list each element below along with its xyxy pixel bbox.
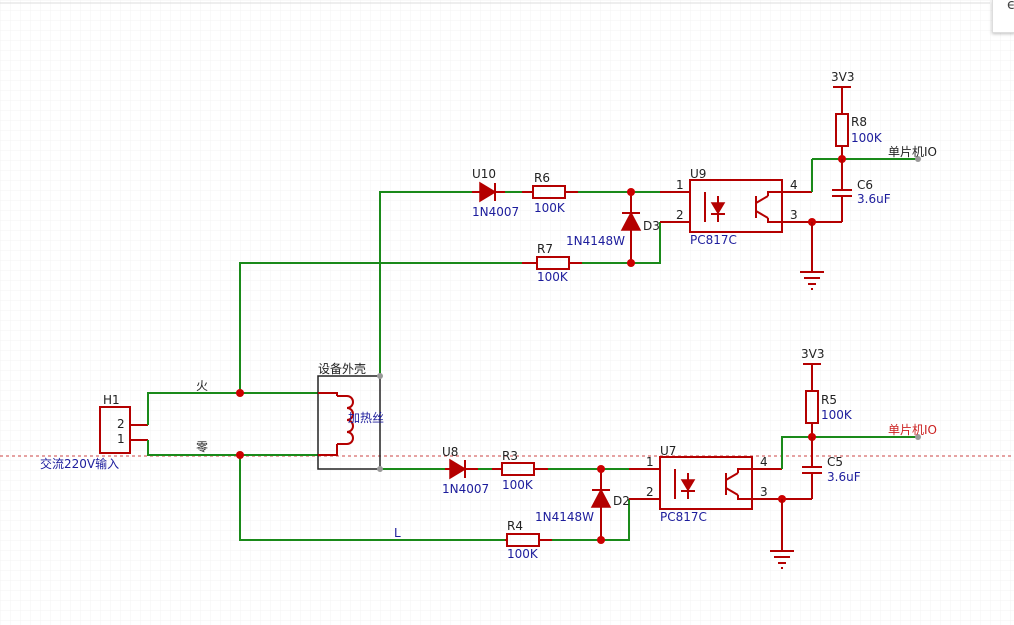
lower-clamp-value: 1N4148W (535, 510, 594, 524)
junction-dot (627, 188, 635, 196)
lower-supply-label: 3V3 (801, 347, 824, 361)
heater-enclosure[interactable]: 设备外壳 加热丝 (317, 362, 384, 470)
connector-body (99, 406, 131, 454)
lower-supply: 3V3 (801, 347, 824, 365)
junction-dot (236, 389, 244, 397)
lower-pullup-resistor[interactable]: R5 100K (805, 364, 853, 437)
diode-triangle (449, 458, 467, 480)
lower-pullup-ref: R5 (821, 393, 837, 407)
lower-series-resistor-value: 100K (502, 478, 534, 492)
upper-pullup-value: 100K (851, 131, 883, 145)
upper-diode-ref: U10 (472, 167, 496, 181)
lower-opto-pin4: 4 (760, 455, 768, 469)
upper-clamp-value: 1N4148W (566, 234, 625, 248)
lower-clamp-ref: D2 (613, 494, 630, 508)
lower-return-resistor-ref: R4 (507, 519, 523, 533)
connector-pin2: 2 (117, 417, 125, 431)
upper-pullup-resistor[interactable]: R8 100K (835, 87, 883, 159)
upper-opto-value: PC817C (690, 233, 737, 247)
live-wire[interactable] (147, 392, 318, 425)
upper-diode[interactable]: U10 1N4007 (472, 167, 519, 219)
corner-tab-glyph: ϵ (1007, 0, 1014, 13)
upper-feed-wire[interactable] (379, 191, 472, 376)
diode-triangle (479, 181, 497, 203)
lower-pullup-value: 100K (821, 408, 853, 422)
net-label-neutral: 零 (196, 440, 208, 454)
enclosure-label: 设备外壳 (318, 362, 366, 376)
upper-capacitor[interactable]: C6 3.6uF (832, 159, 891, 222)
lower-cap-ref: C5 (827, 455, 843, 469)
connector-ref: H1 (103, 393, 120, 407)
mains-wiring: 火 零 L (147, 262, 522, 541)
connector-h1[interactable]: H1 2 1 交流220V输入 (40, 393, 148, 471)
opto-body (689, 179, 783, 233)
lower-diode[interactable]: U8 1N4007 (442, 445, 489, 496)
junction-dot (627, 259, 635, 267)
junction-dot (236, 451, 244, 459)
lower-ground-symbol (770, 499, 794, 569)
heater-coil (346, 395, 354, 445)
upper-clamp-ref: D3 (643, 219, 660, 233)
lower-io-label: 单片机IO (888, 423, 937, 437)
connector-desc: 交流220V输入 (40, 456, 119, 471)
upper-opto-pin1: 1 (676, 178, 684, 192)
net-label-live: 火 (196, 379, 208, 393)
lower-cap-value: 3.6uF (827, 470, 861, 484)
junction-dot (597, 536, 605, 544)
corner-tab[interactable]: ϵ (992, 0, 1014, 33)
pin-dot (377, 466, 383, 472)
upper-opto-pin4: 4 (790, 178, 798, 192)
upper-return-resistor-ref: R7 (537, 242, 553, 256)
lower-opto-pin1: 1 (646, 455, 654, 469)
pin-dot (377, 373, 383, 379)
net-label-line: L (394, 526, 401, 540)
upper-clamp-diode[interactable]: D3 1N4148W (566, 192, 660, 263)
lower-clamp-diode[interactable]: D2 1N4148W (535, 469, 630, 540)
upper-diode-value: 1N4007 (472, 205, 519, 219)
upper-opto-pin2: 2 (676, 208, 684, 222)
upper-series-resistor[interactable]: R6 100K (522, 171, 578, 215)
upper-io-label: 单片机IO (888, 145, 937, 159)
lower-opto-pin3: 3 (760, 485, 768, 499)
upper-cap-value: 3.6uF (857, 192, 891, 206)
upper-cap-ref: C6 (857, 178, 873, 192)
upper-series-resistor-value: 100K (534, 201, 566, 215)
upper-supply-label: 3V3 (831, 70, 854, 84)
pin-dot (915, 156, 921, 162)
pin-dot (915, 434, 921, 440)
lower-diode-value: 1N4007 (442, 482, 489, 496)
upper-opto-pin3: 3 (790, 208, 798, 222)
upper-ground-symbol (800, 222, 824, 290)
upper-supply: 3V3 (831, 70, 854, 88)
junction-dot (597, 465, 605, 473)
connector-pin1: 1 (117, 432, 125, 446)
heater-label: 加热丝 (348, 411, 384, 425)
lower-return-resistor[interactable]: R4 100K (505, 519, 552, 561)
upper-series-resistor-ref: R6 (534, 171, 550, 185)
lower-series-resistor[interactable]: R3 100K (492, 449, 548, 492)
lower-opto-pin2: 2 (646, 485, 654, 499)
neutral-wire[interactable] (147, 440, 318, 456)
lower-diode-ref: U8 (442, 445, 458, 459)
lower-optocoupler[interactable]: U7 PC817C 1 2 3 4 (629, 444, 782, 524)
lower-opto-value: PC817C (660, 510, 707, 524)
lower-series-resistor-ref: R3 (502, 449, 518, 463)
upper-opto-ref: U9 (690, 167, 706, 181)
lower-return-wire[interactable] (239, 455, 505, 541)
lower-opto-ref: U7 (660, 444, 676, 458)
opto-body (659, 456, 753, 510)
lower-return-resistor-value: 100K (507, 547, 539, 561)
upper-pullup-ref: R8 (851, 115, 867, 129)
upper-return-wire[interactable] (239, 262, 522, 393)
upper-return-resistor-value: 100K (537, 270, 569, 284)
enclosure-box (317, 375, 381, 470)
lower-capacitor[interactable]: C5 3.6uF (802, 437, 861, 499)
upper-return-resistor[interactable]: R7 100K (522, 242, 582, 284)
upper-optocoupler[interactable]: U9 PC817C 1 2 3 4 (660, 167, 812, 247)
